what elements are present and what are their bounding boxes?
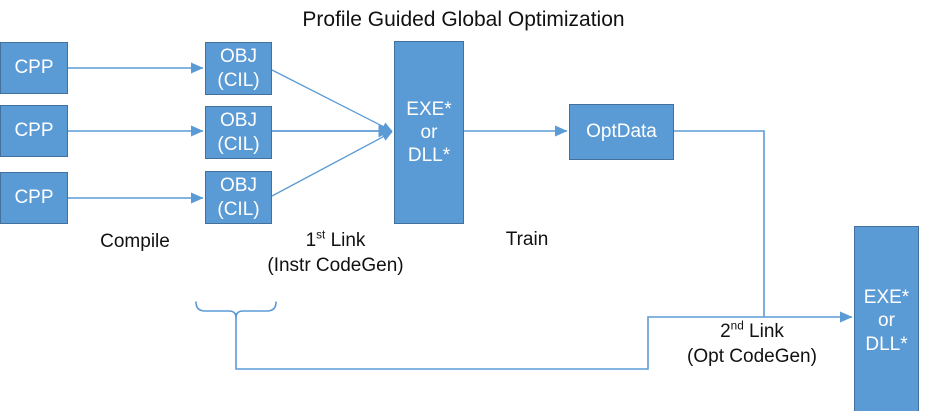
node-obj-cil-1-line1: OBJ <box>220 46 257 68</box>
caption-compile: Compile <box>55 230 215 255</box>
diagram-title: Profile Guided Global Optimization <box>302 8 625 31</box>
node-obj-cil-2-line2: (CIL) <box>217 133 260 155</box>
node-cpp-1[interactable]: CPP <box>0 42 68 94</box>
node-obj-cil-3-line1: OBJ <box>220 175 257 197</box>
node-obj-cil-2[interactable]: OBJ (CIL) <box>205 106 272 159</box>
node-exe-or-dll-optimized[interactable]: EXE* or DLL* <box>854 226 919 411</box>
caption-second-link: 2nd Link (Opt CodeGen) <box>647 320 857 369</box>
caption-second-link-line1: 2nd Link <box>647 320 857 345</box>
caption-train: Train <box>437 228 617 253</box>
node-exe-optimized-line2: or <box>878 310 895 332</box>
arrow-obj3-to-exe <box>271 131 393 197</box>
node-exe-instrumented-line3: DLL* <box>407 145 451 167</box>
node-obj-cil-3-line2: (CIL) <box>217 198 260 220</box>
caption-first-link-word: Link <box>325 230 366 251</box>
connector-optdata-to-final <box>674 130 765 317</box>
node-exe-optimized-line3: DLL* <box>865 333 908 355</box>
node-exe-instrumented-line2: or <box>420 121 438 143</box>
caption-first-link-line2: (Instr CodeGen) <box>267 254 404 276</box>
caption-second-link-word: Link <box>743 321 784 342</box>
caption-second-link-line2: (Opt CodeGen) <box>687 345 817 367</box>
brace-objs <box>195 301 277 319</box>
node-exe-optimized-line1: EXE* <box>863 287 910 309</box>
caption-second-link-suffix: nd <box>730 319 744 333</box>
node-obj-cil-1-line2: (CIL) <box>217 69 260 91</box>
node-cpp-2[interactable]: CPP <box>0 105 68 157</box>
node-obj-cil-2-line1: OBJ <box>220 110 257 132</box>
node-exe-or-dll-instrumented[interactable]: EXE* or DLL* <box>394 41 464 224</box>
node-obj-cil-3[interactable]: OBJ (CIL) <box>205 171 272 224</box>
caption-first-link-ordinal: 1 <box>305 230 317 251</box>
caption-second-link-ordinal: 2 <box>720 321 731 342</box>
node-optdata-label: OptData <box>586 121 657 143</box>
node-cpp-3-label: CPP <box>14 187 54 209</box>
node-optdata[interactable]: OptData <box>569 104 674 160</box>
node-cpp-2-label: CPP <box>14 120 54 142</box>
caption-first-link-line1: 1st Link <box>243 229 428 254</box>
caption-train-text: Train <box>505 229 549 250</box>
node-cpp-1-label: CPP <box>14 57 54 79</box>
caption-first-link-suffix: st <box>316 228 326 242</box>
node-exe-instrumented-line1: EXE* <box>406 98 452 120</box>
arrow-obj1-to-exe <box>271 69 393 132</box>
caption-first-link: 1st Link (Instr CodeGen) <box>243 229 428 278</box>
caption-compile-text: Compile <box>100 231 170 252</box>
node-obj-cil-1[interactable]: OBJ (CIL) <box>205 42 272 95</box>
node-cpp-3[interactable]: CPP <box>0 172 68 224</box>
